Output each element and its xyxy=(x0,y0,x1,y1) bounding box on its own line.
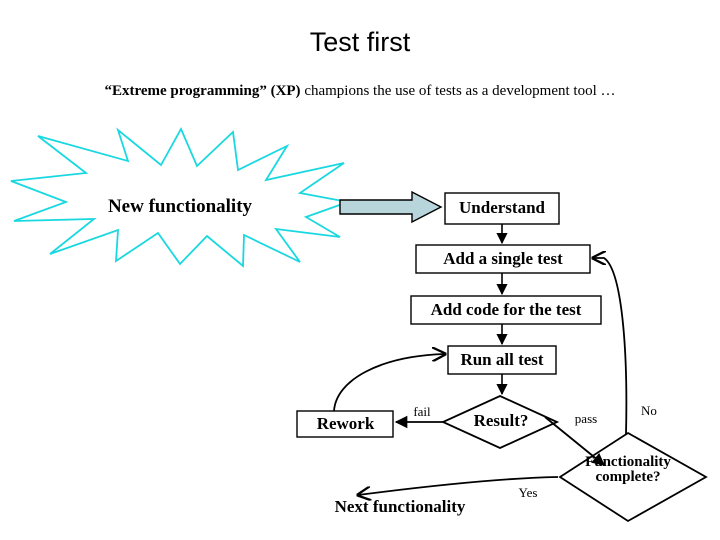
connector-rework-to-run-all xyxy=(333,354,445,412)
new-functionality-burst-shape xyxy=(10,126,352,268)
edge-label-yes: Yes xyxy=(518,485,538,500)
node-add-code-box xyxy=(410,295,602,325)
node-add-single-test-label: Add a single test xyxy=(443,249,563,268)
node-run-all-test-label: Run all test xyxy=(460,350,544,369)
edge-label-fail: fail xyxy=(413,404,431,419)
node-result-diamond xyxy=(440,395,560,449)
subtitle: “Extreme programming” (XP) champions the… xyxy=(0,83,720,100)
connector-result-pass-to-functionality-complete xyxy=(544,416,605,466)
edge-label-no: No xyxy=(641,403,657,418)
node-rework-box xyxy=(296,410,394,438)
subtitle-rest: champions the use of tests as a developm… xyxy=(300,83,616,99)
edge-label-pass: pass xyxy=(574,411,598,426)
block-arrow-right-shape xyxy=(339,190,443,224)
functionality-complete-line2: complete? xyxy=(595,469,661,486)
node-rework-label: Rework xyxy=(316,414,375,433)
burst-label: New functionality xyxy=(107,196,253,217)
node-understand-label: Understand xyxy=(459,198,545,217)
node-add-single-test-box xyxy=(415,244,591,274)
functionality-complete-line1: Functionality xyxy=(585,454,671,470)
node-add-code-label: Add code for the test xyxy=(430,300,582,319)
node-understand-box xyxy=(444,192,560,225)
node-next-functionality-label: Next functionality xyxy=(334,497,466,516)
page-title: Test first xyxy=(309,27,411,57)
connector-no-to-add-single-test xyxy=(593,258,628,435)
subtitle-bold: “Extreme programming” (XP) xyxy=(104,83,301,99)
node-result-label: Result? xyxy=(473,411,529,430)
connector-yes-to-next-functionality xyxy=(358,476,559,495)
